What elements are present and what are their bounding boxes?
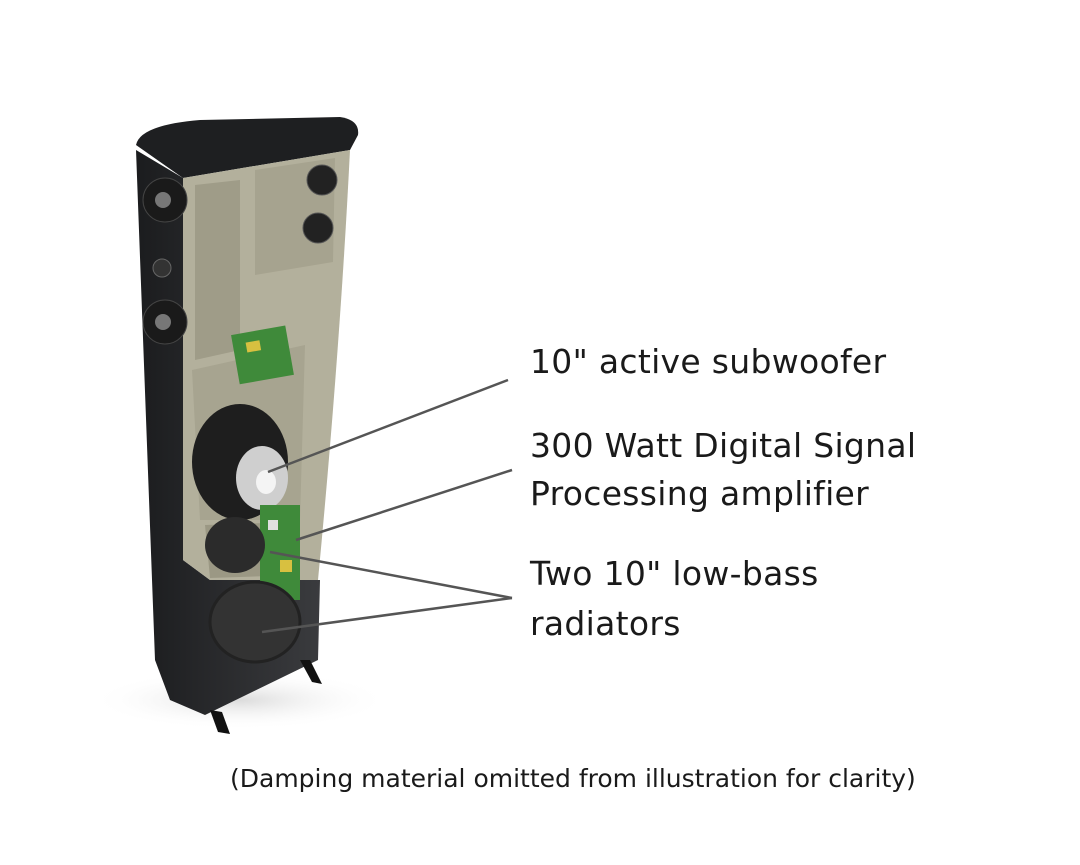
speaker-foot: [210, 710, 230, 734]
label-amplifier-line1: 300 Watt Digital Signal: [530, 426, 917, 465]
passive-radiator-lower: [208, 580, 302, 664]
leader-line-amplifier: [295, 468, 513, 542]
leader-line-subwoofer: [267, 378, 509, 474]
crossover-board: [231, 325, 294, 385]
leader-line-radiator-upper: [269, 550, 513, 600]
leader-lines: [261, 378, 513, 634]
cabinet-top: [136, 117, 359, 178]
leader-line-radiator-lower: [261, 596, 513, 634]
label-radiators-line1: Two 10" low-bass: [530, 554, 819, 593]
tweeter: [152, 258, 172, 278]
caption: (Damping material omitted from illustrat…: [230, 764, 916, 793]
speaker-cabinet: [136, 117, 359, 734]
speaker-foot: [300, 660, 322, 684]
label-amplifier-line2: Processing amplifier: [530, 474, 870, 513]
label-subwoofer: 10" active subwoofer: [530, 342, 887, 381]
passive-radiator-upper: [205, 517, 265, 573]
label-radiators-line2: radiators: [530, 604, 681, 643]
subwoofer-driver: [192, 404, 288, 520]
